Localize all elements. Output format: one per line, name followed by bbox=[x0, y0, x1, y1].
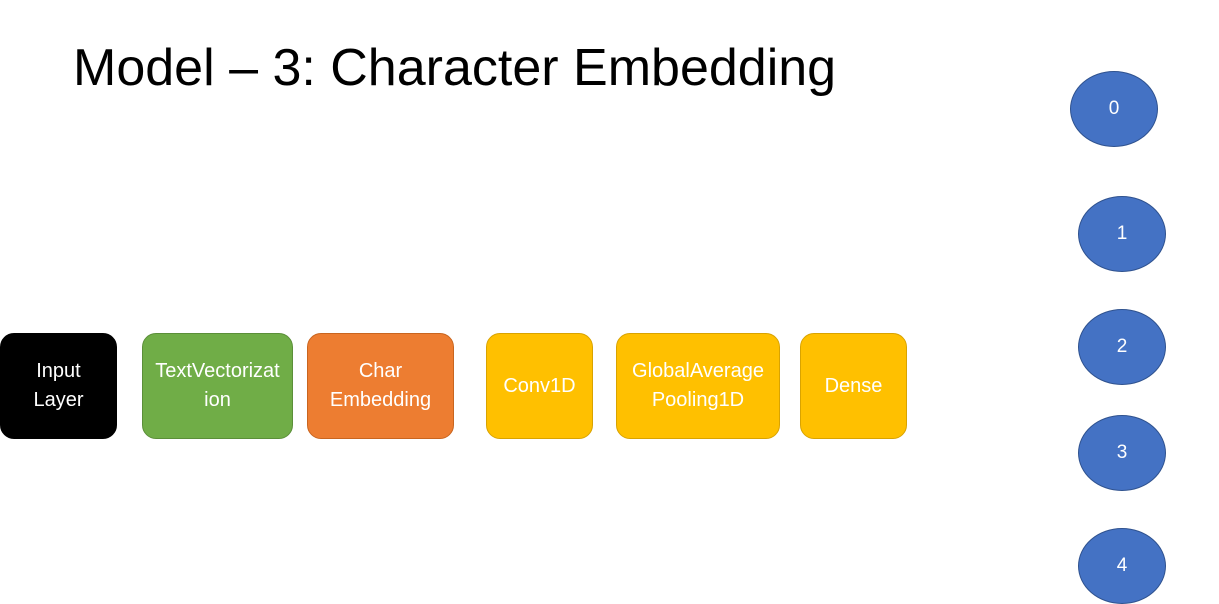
output-node-2: 2 bbox=[1078, 309, 1166, 385]
conv1d-label: Conv1D bbox=[503, 374, 576, 397]
output-node-3: 3 bbox=[1078, 415, 1166, 491]
dense-label: Dense bbox=[824, 374, 883, 397]
output-node-4: 4 bbox=[1078, 528, 1166, 604]
conv1d-box: Conv1D bbox=[486, 333, 593, 439]
text-vectorization-box: TextVectorization bbox=[142, 333, 293, 439]
char-embedding-box: Char Embedding bbox=[307, 333, 454, 439]
input-layer-box: Input Layer bbox=[0, 333, 117, 439]
global-average-pooling-label: GlobalAveragePooling1D bbox=[632, 360, 764, 411]
text-vectorization-label: TextVectorization bbox=[155, 360, 280, 411]
global-average-pooling-box: GlobalAveragePooling1D bbox=[616, 333, 780, 439]
output-node-0: 0 bbox=[1070, 71, 1158, 147]
char-embedding-label: Char Embedding bbox=[329, 360, 432, 411]
slide-title: Model – 3: Character Embedding bbox=[73, 39, 837, 97]
input-layer-label: Input Layer bbox=[33, 360, 84, 411]
output-node-1: 1 bbox=[1078, 196, 1166, 272]
dense-box: Dense bbox=[800, 333, 907, 439]
